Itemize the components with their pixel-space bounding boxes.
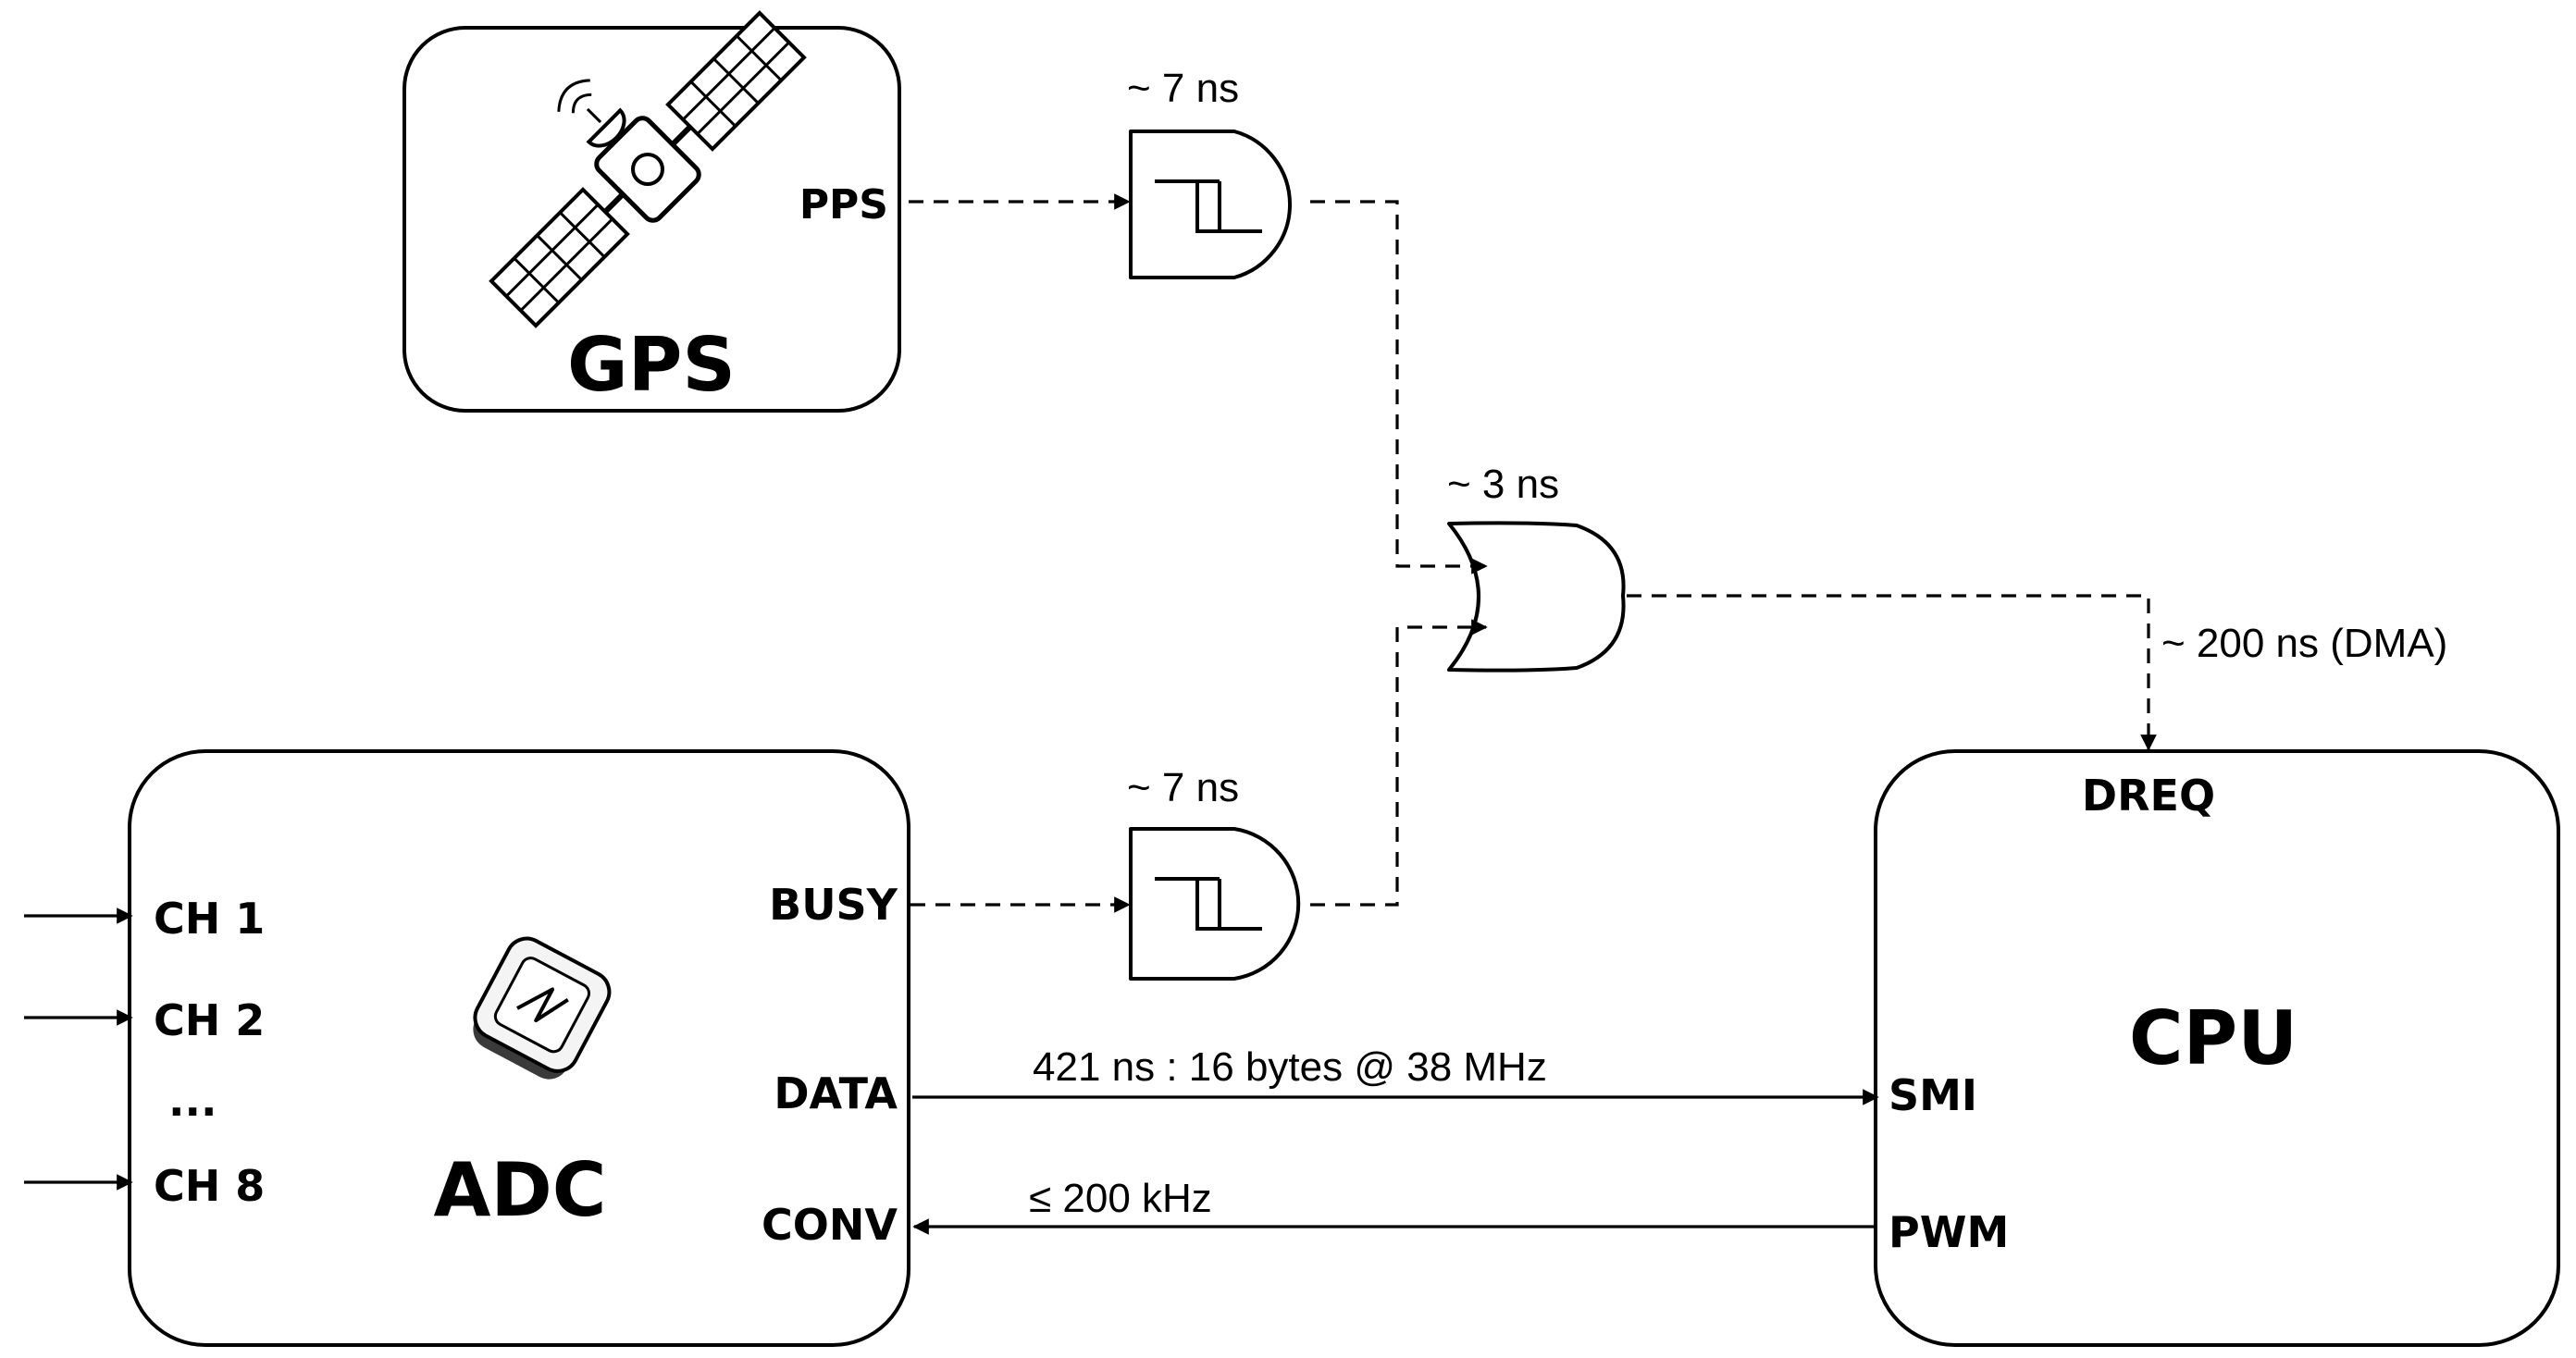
and-gate-gps-delay: ~ 7 ns	[1127, 66, 1239, 111]
adc-data-pin: DATA	[774, 1068, 898, 1118]
cpu-title: CPU	[2129, 995, 2297, 1081]
gps-title: GPS	[567, 322, 736, 408]
or-to-dreq-wire	[1627, 594, 2157, 751]
gps-pps-pin: PPS	[799, 181, 888, 228]
adc-channel-ellipsis: ...	[168, 1076, 217, 1126]
or-gate-body	[1447, 521, 1626, 673]
and-gate-gps: ~ 7 ns	[1127, 66, 1292, 279]
and-gps-to-or-wire	[1310, 200, 1488, 574]
gps-block: GPS PPS	[402, 10, 901, 413]
adc-busy-pin: BUSY	[769, 880, 898, 930]
and-gate-adc-body	[1129, 827, 1301, 981]
adc-chip-icon	[473, 936, 612, 1080]
conv-rate-label: ≤ 200 kHz	[1029, 1176, 1212, 1221]
and-adc-to-or-wire	[1310, 619, 1488, 907]
cpu-pwm-pin: PWM	[1889, 1207, 2009, 1257]
adc-block: CH 1 CH 2 ... CH 8 ADC BUSY DATA CONV	[24, 749, 910, 1347]
or-gate-delay: ~ 3 ns	[1447, 462, 1559, 507]
cpu-block: DREQ CPU SMI PWM	[1874, 749, 2560, 1347]
adc-conv-pin: CONV	[762, 1200, 898, 1250]
and-gate-gps-body	[1129, 130, 1292, 279]
adc-channel-1: CH 1	[154, 894, 265, 944]
schmitt-trigger-icon	[1155, 877, 1262, 931]
dma-delay-label: ~ 200 ns (DMA)	[2161, 621, 2447, 666]
schmitt-trigger-icon	[1155, 179, 1262, 233]
adc-channel-2: CH 2	[154, 995, 265, 1045]
adc-channel-8: CH 8	[154, 1161, 265, 1211]
adc-title: ADC	[433, 1147, 606, 1233]
and-gate-adc-delay: ~ 7 ns	[1127, 765, 1239, 810]
or-gate: ~ 3 ns	[1447, 462, 1626, 673]
satellite-icon	[489, 10, 807, 328]
cpu-box	[1874, 749, 2560, 1347]
data-transfer-label: 421 ns : 16 bytes @ 38 MHz	[1033, 1044, 1547, 1090]
cpu-dreq-pin: DREQ	[2082, 771, 2215, 821]
cpu-smi-pin: SMI	[1889, 1070, 1977, 1120]
and-gate-adc: ~ 7 ns	[1127, 765, 1301, 981]
